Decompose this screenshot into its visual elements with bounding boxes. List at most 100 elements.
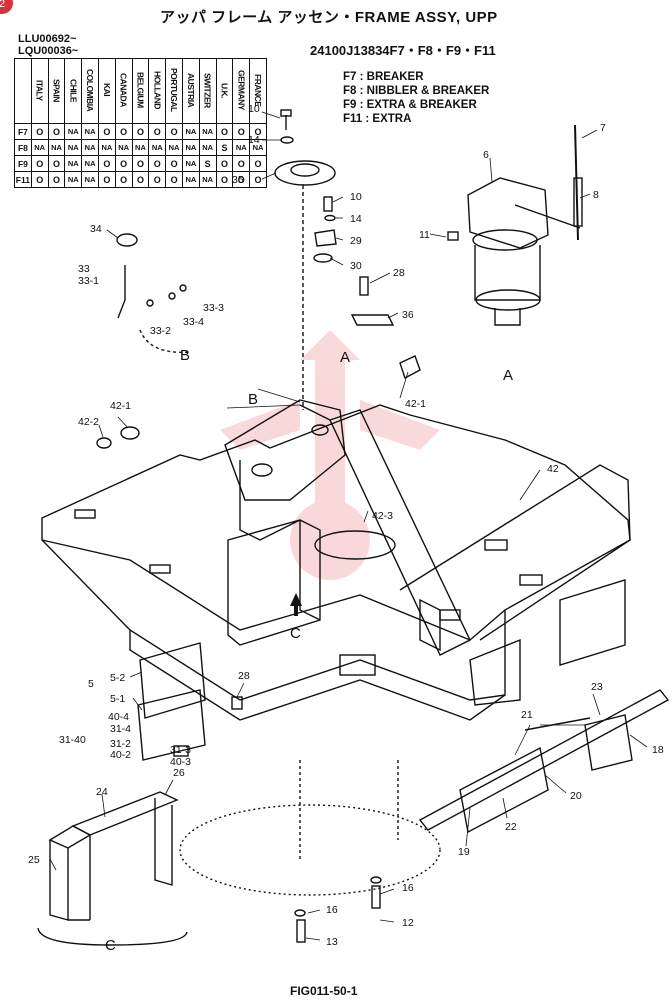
view-labels: B A A B C C [105,347,513,954]
part-callout: 26 [173,767,185,779]
lower-assembly [179,689,670,943]
part-callout: 6 [483,149,489,161]
part-callout: 36 [402,309,414,321]
part-callout: 42-3 [372,510,393,522]
part-callout: 11 [419,229,430,241]
country-name: CHILE [68,78,79,102]
part-callout: 31-40 [59,734,86,746]
cover-plates-5-31-40 [137,642,243,761]
part-callout: 33 [78,263,90,275]
part-callout: 42-1 [110,400,131,412]
country-name: CANADA [118,73,129,107]
model-code: 24100J13834F7・F8・F9・F11 [310,43,496,58]
country-name: AUSTRIA [185,72,196,108]
part-callout: 28 [393,267,405,279]
part-callout: 14 [248,134,260,146]
applicability-cell: O [249,171,267,188]
watermark-logo [220,330,440,580]
country-name: PORTUGAL [169,68,180,112]
part-callout: 40-2 [110,749,131,761]
table-header-row: ITALY SPAIN CHILE COLOMBIA KAI CANADA BELGIUM H… [14,58,267,124]
view-label: C [290,625,301,642]
part-callout: 40-3 [170,756,191,768]
part-callout: 28 [238,670,250,682]
part-callout: 10 [248,103,260,115]
part-callout: 16 [402,882,414,894]
country-name: GERMANY [236,70,247,110]
figure-number: FIG011-50-1 [290,984,358,998]
part-callout: 33-4 [183,316,204,328]
country-name: BELGIUM [135,72,146,108]
part-callout: 19 [458,846,470,858]
page-title: アッパ フレーム アッセン・FRAME ASSY, UPP [160,9,498,26]
country-name: KAI [101,83,112,97]
applicability-cell: O [165,171,183,188]
part-callout: 5-1 [110,693,125,705]
part-callout: 7 [600,122,606,134]
part-callout: 10 [350,191,362,203]
view-arrow-icon [290,593,302,616]
part-callout: 12 [402,917,414,929]
part-callout: 30 [350,260,362,272]
part-callout: 16 [326,904,338,916]
part-callout: 22 [505,821,517,833]
country-applicability-table: ITALY SPAIN CHILE COLOMBIA KAI CANADA BELGIUM H… [14,58,267,188]
country-name: U.K. [219,82,230,98]
applicability-cell: O [131,171,150,188]
part-callout: 35 [232,174,244,186]
part-callout: 33-3 [203,302,224,314]
view-label: B [248,391,258,408]
part-callout: 18 [652,744,664,756]
part-callout: 31-2 [110,738,131,750]
country-name: SPAIN [51,78,62,102]
swing-motor [467,124,583,326]
part-callout: 33-1 [78,275,99,287]
part-callout: 13 [326,936,338,948]
part-callout: 40-4 [108,711,129,723]
part-callout: 42-2 [78,416,99,428]
part-callout: 24 [96,786,108,798]
country-name: ITALY [34,79,45,101]
variant-legend: F7 : BREAKER F8 : NIBBLER & BREAKER F9 :… [343,70,489,126]
part-callout: 23 [591,681,603,693]
legend-f8: F8 : NIBBLER & BREAKER [343,85,490,97]
legend-f11: F11 : EXTRA [343,113,412,125]
country-column-header: FRANCE [249,58,267,124]
part-callout: 42 [547,463,559,475]
applicability-cell: NA [64,171,83,188]
small-parts [96,196,459,449]
part-callout: 25 [28,854,40,866]
serial-range: LLU00692~ LQU00036~ [18,33,78,57]
view-label: C [105,937,116,954]
country-name: COLOMBIA [85,68,96,112]
view-label: A [503,367,513,384]
country-name: HOLLAND [152,70,163,110]
view-label: B [180,347,190,364]
serial-1: LLU00692~ [18,33,77,45]
view-label: A [340,349,350,366]
part-callout: 14 [350,213,362,225]
applicability-cell: O [97,171,116,188]
country-name: SWITZER [202,72,213,108]
part-callout: 5 [88,678,94,690]
part-callout: 8 [593,189,599,201]
callout-labels: 101435768101429301128343333-133-333-433-… [28,103,664,948]
part-callout: 34 [90,223,102,235]
country-name: FRANCE [253,73,264,107]
main-frame [41,399,631,721]
part-callout: 42-1 [405,398,426,410]
part-callout: 29 [350,235,362,247]
legend-f9: F9 : EXTRA & BREAKER [343,99,477,111]
part-callout: 20 [570,790,582,802]
part-callout: 5-2 [110,672,125,684]
leader-lines [49,111,648,941]
stand-c [37,791,188,946]
page-badge: 2 [0,0,13,14]
part-callout: 31-4 [110,723,131,735]
